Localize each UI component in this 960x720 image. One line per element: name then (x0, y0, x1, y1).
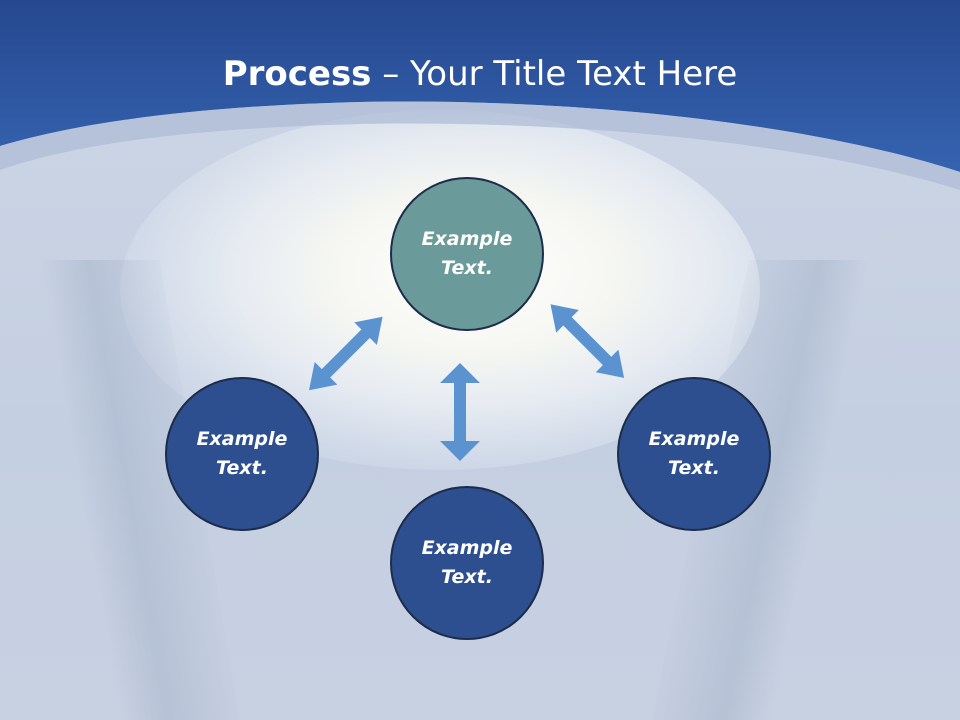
header-band (0, 0, 960, 172)
double-arrow-top-right (550, 304, 625, 378)
header-swoosh (0, 101, 960, 190)
header-banner (0, 0, 960, 190)
double-arrow-top-left (309, 316, 383, 391)
process-node-left: Example Text. (165, 377, 319, 531)
process-node-right: Example Text. (617, 377, 771, 531)
slide-title-rest: – Your Title Text Here (371, 54, 738, 94)
process-node-bottom: Example Text. (390, 486, 544, 640)
slide-title-strong: Process (222, 54, 372, 94)
slide-title: Process – Your Title Text Here (0, 52, 960, 96)
process-node-top: Example Text. (390, 177, 544, 331)
double-arrow-vertical (440, 363, 480, 461)
